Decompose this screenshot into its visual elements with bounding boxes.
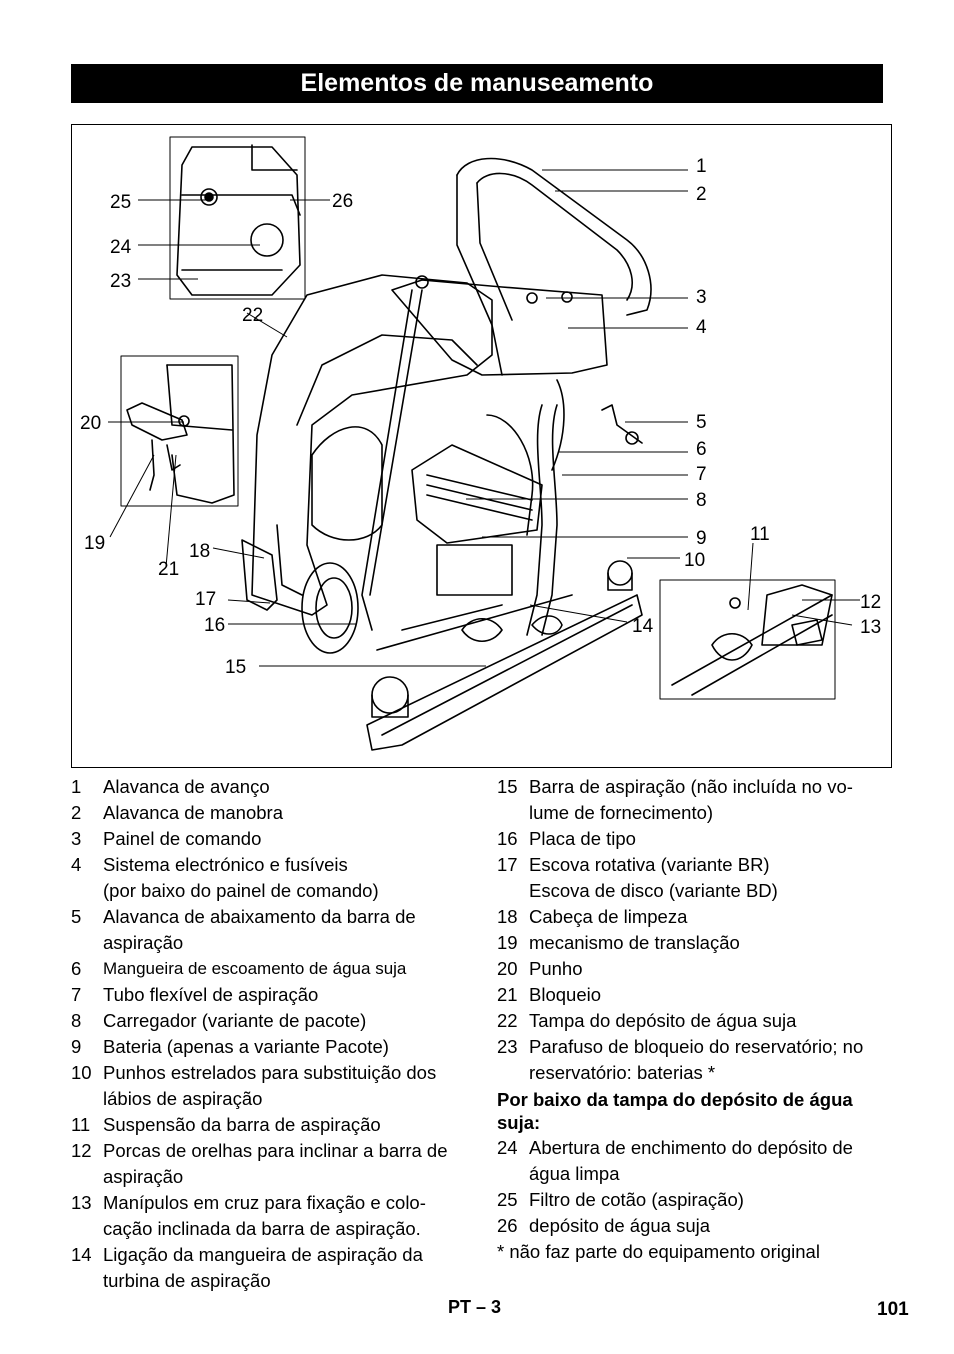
footer-language: PT: [448, 1297, 472, 1317]
footer-language-section: PT – 3: [448, 1297, 501, 1318]
callout-15: 15: [225, 657, 246, 678]
callout-10: 10: [684, 550, 705, 571]
callout-5: 5: [696, 412, 707, 433]
callout-24: 24: [110, 237, 132, 258]
callout-26: 26: [332, 191, 353, 212]
inset-tank-cover: [169, 136, 306, 300]
callout-20: 20: [80, 413, 101, 434]
callout-8: 8: [696, 490, 707, 511]
callout-25: 25: [110, 192, 131, 213]
legend-note: * não faz parte do equipamento original: [497, 1241, 820, 1262]
callout-17: 17: [195, 589, 216, 610]
inset-suction-hanger: [659, 579, 836, 700]
callout-22: 22: [242, 305, 263, 326]
footer-section: – 3: [476, 1297, 502, 1317]
page-title: Elementos de manuseamento: [71, 64, 883, 103]
callout-12: 12: [860, 592, 881, 613]
callout-6: 6: [696, 439, 707, 460]
callout-21: 21: [158, 559, 179, 580]
callout-7: 7: [696, 464, 707, 485]
inset-handle-mechanism: [120, 355, 239, 507]
callout-4: 4: [696, 317, 707, 338]
page-number: 101: [877, 1299, 909, 1320]
callout-19: 19: [84, 533, 105, 554]
legend-subheading: Por baixo da tampa do depósito de água s…: [497, 1089, 853, 1133]
callout-18: 18: [189, 541, 210, 562]
callout-2: 2: [696, 184, 707, 205]
callout-3: 3: [696, 287, 707, 308]
callout-13: 13: [860, 617, 881, 638]
callout-11: 11: [750, 524, 770, 545]
callout-16: 16: [204, 615, 225, 636]
machine-illustration: 1 2 3 4 5 6 7 8 9 10 11 12 13 14 15 16 1…: [80, 136, 881, 751]
callout-23: 23: [110, 271, 131, 292]
legend-item: Escova de disco (variante BD): [529, 880, 778, 901]
callout-9: 9: [696, 528, 707, 549]
legend-item: (por baixo do painel de comando): [103, 880, 379, 901]
machine-diagram: 1 2 3 4 5 6 7 8 9 10 11 12 13 14 15 16 1…: [71, 124, 892, 768]
callout-1: 1: [696, 156, 707, 177]
callout-14: 14: [632, 616, 654, 637]
